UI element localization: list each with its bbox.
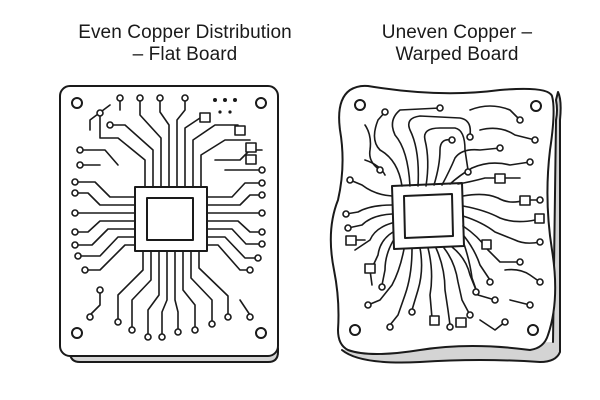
warped-chip-die	[403, 193, 454, 239]
flat-traces-top	[89, 99, 251, 188]
flat-board-title-line1: Even Copper Distribution	[78, 22, 292, 43]
warped-board-title: Uneven Copper – Warped Board	[322, 22, 592, 66]
mounting-hole-icon	[71, 327, 83, 339]
mounting-hole-icon	[255, 97, 267, 109]
mounting-hole-icon	[71, 97, 83, 109]
flat-board-title: Even Copper Distribution – Flat Board	[40, 22, 330, 66]
flat-traces-bottom	[89, 250, 251, 336]
warped-board-title-line2: Warped Board	[395, 44, 519, 65]
chip-die	[146, 197, 194, 241]
mounting-hole-icon	[530, 100, 542, 112]
warped-board-edge	[341, 91, 562, 364]
flat-pads	[71, 94, 266, 341]
flat-traces-left	[74, 149, 136, 271]
warped-board	[329, 84, 562, 364]
warped-pads	[342, 104, 545, 331]
flat-board	[59, 85, 279, 363]
warped-board-title-line1: Uneven Copper –	[381, 22, 533, 43]
mounting-hole-icon	[255, 327, 267, 339]
warped-traces-bottom	[367, 246, 506, 331]
flat-dots	[213, 98, 237, 114]
warped-traces-top	[364, 105, 536, 187]
chip-body	[134, 186, 208, 252]
mounting-hole-icon	[354, 99, 366, 111]
mounting-hole-icon	[349, 324, 361, 336]
mounting-hole-icon	[527, 324, 539, 336]
flat-board-title-line2: – Flat Board	[132, 44, 238, 65]
